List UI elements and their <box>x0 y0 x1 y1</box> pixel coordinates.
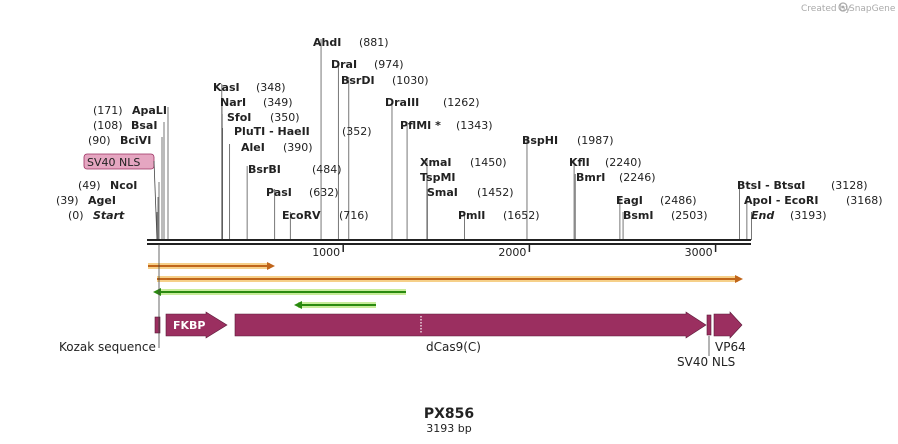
feature-vp64-label: VP64 <box>715 340 746 354</box>
site-name[interactable]: EcoRV <box>282 209 321 222</box>
site-position: (1452) <box>477 186 514 199</box>
site-name[interactable]: Start <box>93 209 125 222</box>
feature-sv40-nls-bottom-label: SV40 NLS <box>677 355 735 369</box>
feature-fkbp-arrow[interactable] <box>165 311 228 339</box>
site-position: (350) <box>270 111 300 124</box>
site-name[interactable]: AgeI <box>88 194 116 207</box>
site-name[interactable]: SmaI <box>427 186 458 199</box>
site-name[interactable]: End <box>751 209 774 222</box>
plasmid-name: PX856 <box>424 406 474 422</box>
site-position: (108) <box>93 119 123 132</box>
site-position: (3128) <box>831 179 868 192</box>
site-name[interactable]: BciVI <box>120 134 151 147</box>
site-position: (881) <box>359 36 389 49</box>
site-name[interactable]: DraI <box>331 58 357 71</box>
site-name[interactable]: PmlI <box>458 209 485 222</box>
site-name[interactable]: KflI <box>569 156 590 169</box>
site-position: (39) <box>56 194 79 207</box>
plasmid-length: 3193 bp <box>426 422 471 435</box>
ruler-tick-label: 2000 <box>498 246 526 259</box>
restriction-site-labels: Start (0) AgeI (39) NcoI (49) BciVI (90) BsaI (10… <box>56 36 883 222</box>
site-position: (349) <box>263 96 293 109</box>
site-name[interactable]: ApaLI <box>132 104 167 117</box>
feature-vp64-arrow[interactable] <box>713 311 743 339</box>
site-position: (3193) <box>790 209 827 222</box>
site-position: (1262) <box>443 96 480 109</box>
site-position: (348) <box>256 81 286 94</box>
credit-brand: SnapGene <box>849 4 896 14</box>
site-name[interactable]: BspHI <box>522 134 558 147</box>
site-position: (2240) <box>605 156 642 169</box>
orf-track <box>148 262 743 309</box>
orf-arrow-long[interactable] <box>157 275 743 283</box>
feature-kozak[interactable] <box>154 316 161 334</box>
sv40-nls-leader <box>153 160 158 241</box>
site-position: (352) <box>342 125 372 138</box>
primer-arrow-long[interactable] <box>153 288 406 296</box>
site-name[interactable]: KasI <box>213 81 240 94</box>
site-name[interactable]: EagI <box>616 194 643 207</box>
site-name[interactable]: TspMI <box>420 171 456 184</box>
site-name[interactable]: NcoI <box>110 179 137 192</box>
site-name[interactable]: DraIII <box>385 96 419 109</box>
site-name[interactable]: PluTI - HaeII <box>234 125 310 138</box>
site-name[interactable]: ApoI - EcoRI <box>744 194 818 207</box>
sequence-backbone <box>147 239 751 245</box>
feature-fkbp-label: FKBP <box>173 319 205 332</box>
site-name[interactable]: BtsI - BtsαI <box>737 179 805 192</box>
feature-kozak-label: Kozak sequence <box>59 340 156 354</box>
site-position: (0) <box>68 209 84 222</box>
primer-arrow-short[interactable] <box>294 301 376 309</box>
site-name[interactable]: AhdI <box>313 36 341 49</box>
site-position: (632) <box>309 186 339 199</box>
site-position: (974) <box>374 58 404 71</box>
site-name[interactable]: BmrI <box>576 171 605 184</box>
site-position: (2246) <box>619 171 656 184</box>
site-position: (1343) <box>456 119 493 132</box>
sv40-nls-label-text: SV40 NLS <box>87 156 140 169</box>
ruler-tick-label: 1000 <box>312 246 340 259</box>
site-name[interactable]: PasI <box>266 186 292 199</box>
feature-dcas9-arrow[interactable] <box>234 311 707 339</box>
site-name[interactable]: BsrDI <box>341 74 375 87</box>
site-name[interactable]: BsrBI <box>248 163 281 176</box>
feature-track: FKBP <box>154 311 743 339</box>
site-position: (1987) <box>577 134 614 147</box>
credit-prefix: Created by <box>801 4 851 14</box>
site-name[interactable]: AleI <box>241 141 265 154</box>
site-position: (49) <box>78 179 101 192</box>
feature-sv40-nls[interactable] <box>706 314 712 336</box>
site-position: (1450) <box>470 156 507 169</box>
feature-dcas9-label: dCas9(C) <box>426 340 481 354</box>
site-position: (1030) <box>392 74 429 87</box>
site-name[interactable]: SfoI <box>227 111 251 124</box>
orf-arrow-short[interactable] <box>148 262 275 270</box>
site-position: (716) <box>339 209 369 222</box>
site-name[interactable]: BsmI <box>623 209 654 222</box>
ruler-tick-label: 3000 <box>685 246 713 259</box>
snapgene-logo-icon <box>838 2 848 12</box>
site-name[interactable]: BsaI <box>131 119 157 132</box>
ruler: 1000 2000 3000 <box>312 244 717 259</box>
site-position: (390) <box>283 141 313 154</box>
site-position: (2503) <box>671 209 708 222</box>
site-name[interactable]: NarI <box>220 96 246 109</box>
site-leader-lines <box>156 39 752 240</box>
site-name[interactable]: PflMI * <box>400 119 441 132</box>
site-position: (90) <box>88 134 111 147</box>
site-position: (2486) <box>660 194 697 207</box>
site-position: (1652) <box>503 209 540 222</box>
site-name[interactable]: XmaI <box>420 156 451 169</box>
site-position: (3168) <box>846 194 883 207</box>
site-position: (484) <box>312 163 342 176</box>
site-position: (171) <box>93 104 123 117</box>
